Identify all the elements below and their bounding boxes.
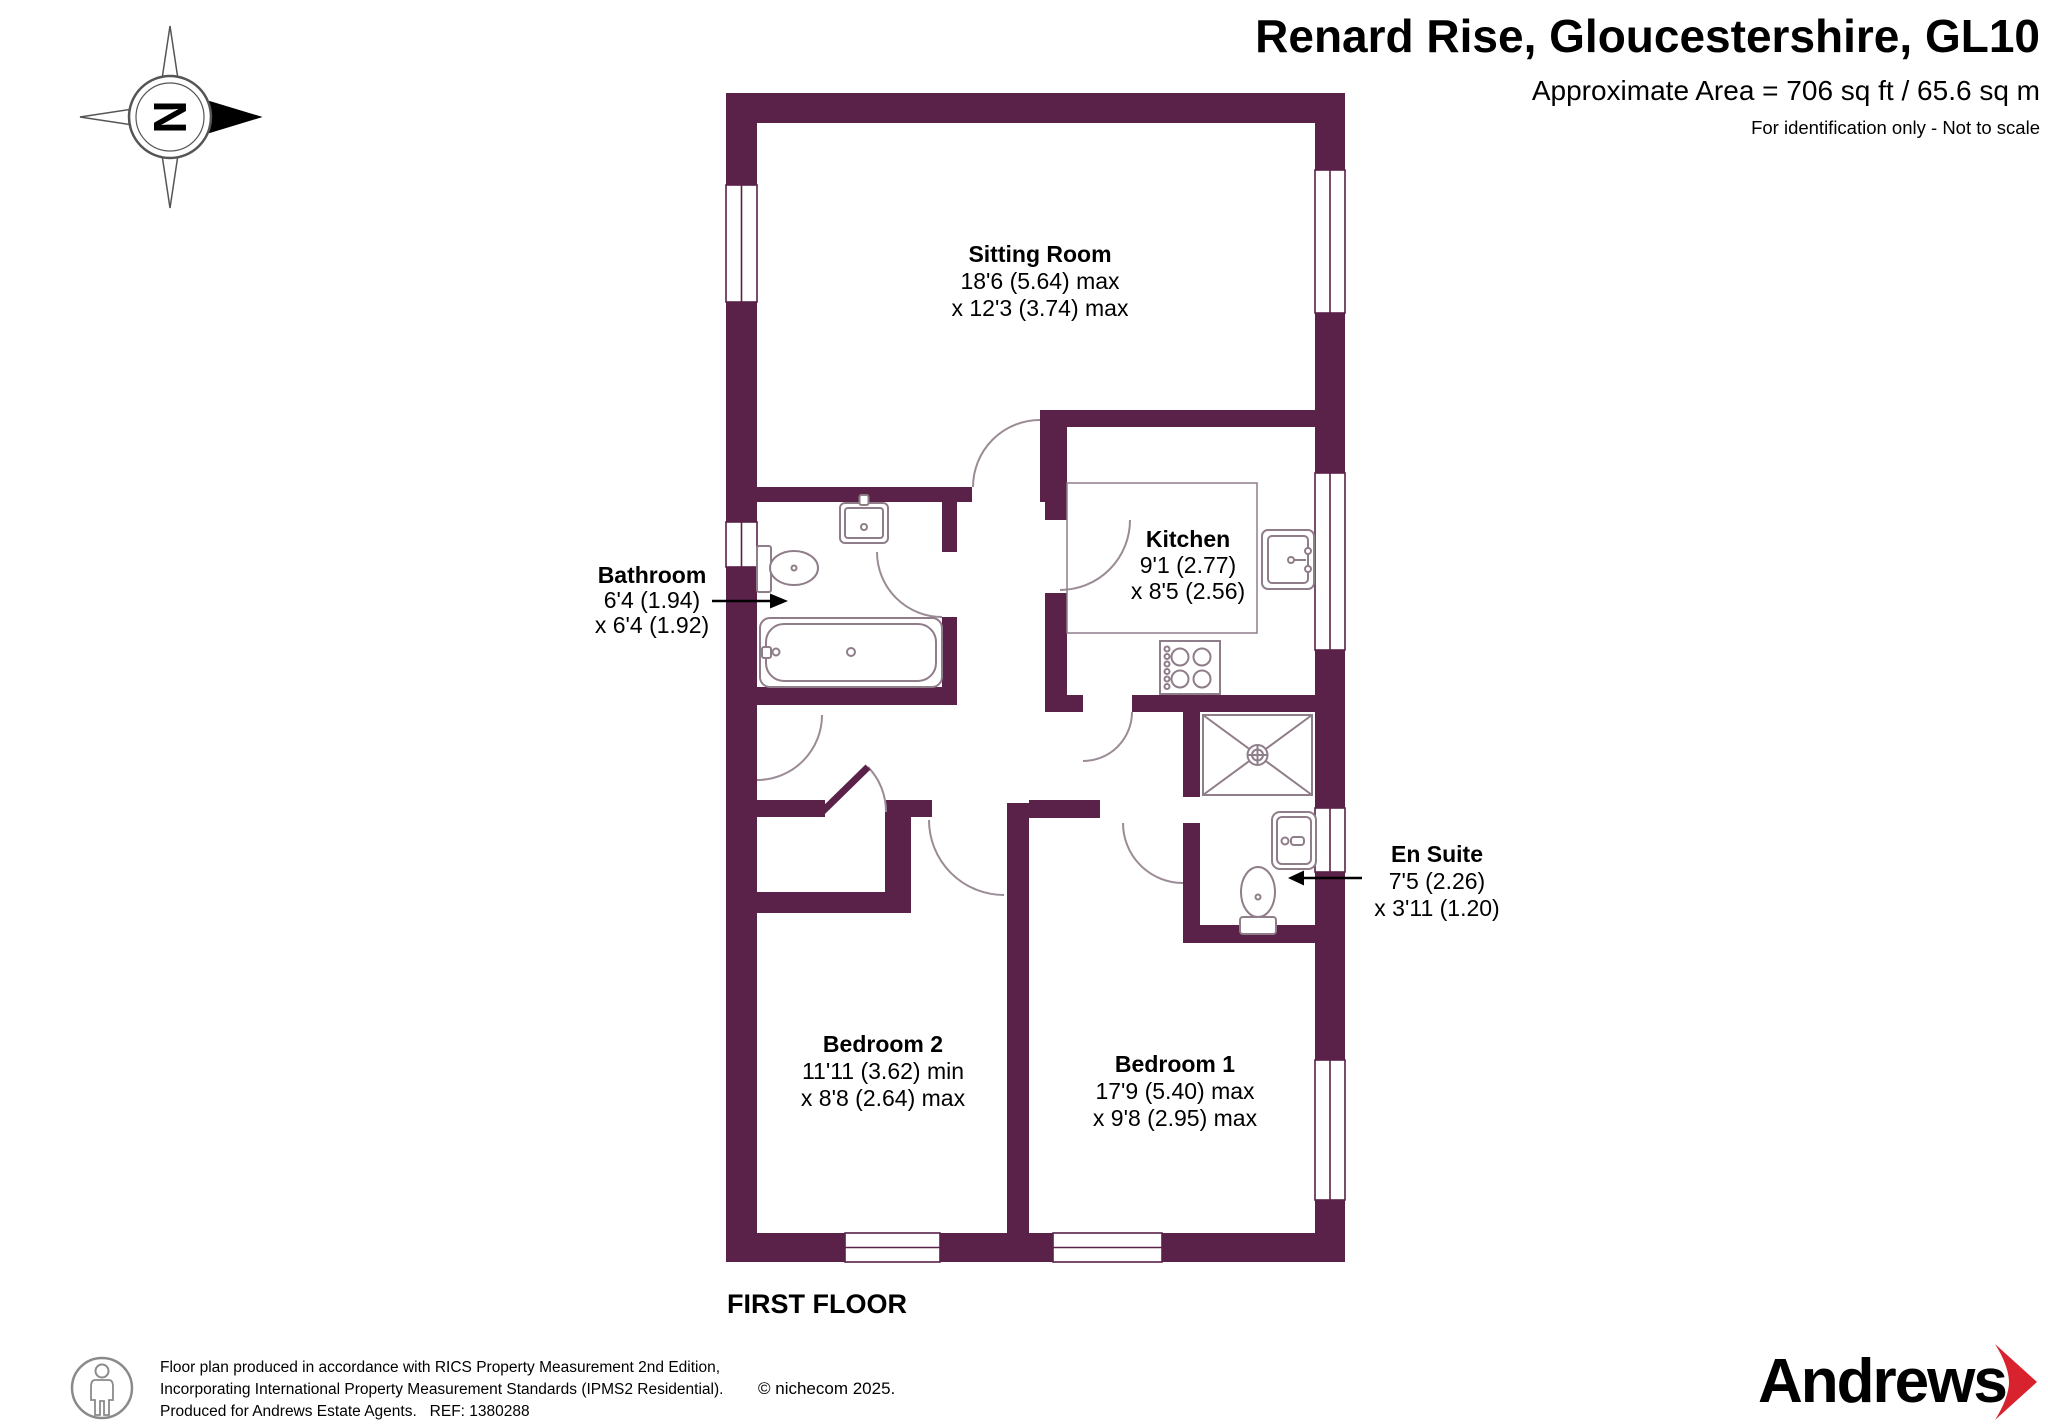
- bath-icon: [759, 617, 943, 688]
- compass-north-letter: N: [144, 100, 196, 133]
- wall-bathroom-right: [942, 617, 957, 687]
- svg-text:9'1 (2.77): 9'1 (2.77): [1140, 552, 1236, 578]
- page-title: Renard Rise, Gloucestershire, GL10: [1255, 10, 2040, 62]
- wall-bedroom1-top: [1029, 800, 1100, 818]
- wall-bottom: [726, 1233, 845, 1262]
- wall-left: [726, 567, 757, 1262]
- entrance-door-leaf: [819, 764, 871, 815]
- brand-logo-text: Andrews: [1758, 1347, 2006, 1416]
- wall-top: [726, 93, 1345, 123]
- door-bedroom2: [928, 819, 1005, 896]
- wall-right: [1315, 313, 1345, 473]
- svg-text:x 6'4 (1.92): x 6'4 (1.92): [595, 612, 709, 638]
- bathroom-toilet-icon: [756, 545, 819, 593]
- wall-ensuite-left: [1183, 712, 1200, 797]
- wall-kitchen-left: [1045, 427, 1067, 520]
- wall-stairwell: [885, 800, 932, 817]
- room-label-bedroom2: Bedroom 2 11'11 (3.62) min x 8'8 (2.64) …: [801, 1031, 966, 1111]
- svg-text:Floor plan produced in accorda: Floor plan produced in accordance with R…: [160, 1359, 720, 1376]
- room-label-ensuite: En Suite 7'5 (2.26) x 3'11 (1.20): [1288, 841, 1500, 921]
- room-label-sitting-room: Sitting Room 18'6 (5.64) max x 12'3 (3.7…: [952, 241, 1129, 321]
- svg-text:7'5 (2.26): 7'5 (2.26): [1389, 868, 1485, 894]
- walls: [726, 93, 1345, 1262]
- approximate-area: Approximate Area = 706 sq ft / 65.6 sq m: [1532, 75, 2040, 106]
- svg-text:x 9'8 (2.95) max: x 9'8 (2.95) max: [1093, 1105, 1258, 1131]
- floor-label: FIRST FLOOR: [727, 1289, 907, 1319]
- svg-text:Kitchen: Kitchen: [1146, 526, 1230, 552]
- door-bathroom: [876, 551, 943, 618]
- svg-text:Bathroom: Bathroom: [598, 562, 707, 588]
- wall-right: [1315, 872, 1345, 1060]
- room-label-bathroom: Bathroom 6'4 (1.94) x 6'4 (1.92): [595, 562, 788, 638]
- svg-text:18'6 (5.64) max: 18'6 (5.64) max: [960, 268, 1120, 294]
- bathroom-pointer-arrow: [712, 593, 788, 609]
- svg-text:11'11 (3.62) min: 11'11 (3.62) min: [802, 1058, 964, 1084]
- wall-hall: [757, 800, 825, 817]
- wall-bottom: [1162, 1233, 1345, 1262]
- svg-text:x 12'3 (3.74) max: x 12'3 (3.74) max: [952, 295, 1129, 321]
- kitchen-sink-icon: [1261, 529, 1315, 590]
- wall-bottom: [940, 1233, 1053, 1262]
- footer-disclaimer: Floor plan produced in accordance with R…: [160, 1359, 895, 1420]
- person-icon: [70, 1356, 134, 1420]
- wall-kitchen-left: [1045, 593, 1067, 712]
- ensuite-pointer-arrow: [1288, 870, 1362, 886]
- compass-icon: N: [79, 25, 263, 209]
- wall-left: [726, 302, 757, 522]
- room-label-kitchen: Kitchen 9'1 (2.77) x 8'5 (2.56): [1131, 526, 1245, 604]
- svg-text:17'9 (5.40) max: 17'9 (5.40) max: [1095, 1078, 1255, 1104]
- room-label-bedroom1: Bedroom 1 17'9 (5.40) max x 9'8 (2.95) m…: [1093, 1051, 1258, 1131]
- svg-text:x 3'11 (1.20): x 3'11 (1.20): [1374, 895, 1499, 921]
- svg-text:Incorporating International Pr: Incorporating International Property Mea…: [160, 1381, 723, 1398]
- copyright: © nichecom 2025.: [758, 1379, 895, 1398]
- wall-bedroom-divider: [1007, 803, 1029, 1233]
- fixtures: [756, 482, 1317, 935]
- wall-kitchen-bottom: [1045, 695, 1083, 712]
- door-kitchen: [1059, 519, 1131, 591]
- wall-bedroom2-top: [757, 892, 911, 913]
- door-kitchen-hall: [1082, 711, 1133, 762]
- wall-right: [1315, 650, 1345, 808]
- wall-right: [1315, 93, 1345, 170]
- door-sitting-room: [972, 419, 1041, 488]
- svg-text:Bedroom 2: Bedroom 2: [823, 1031, 943, 1057]
- identification-note: For identification only - Not to scale: [1751, 117, 2040, 138]
- brand-logo-chevron-icon: [1995, 1344, 2037, 1420]
- ensuite-sink-icon: [1271, 811, 1317, 870]
- wall-bathroom-bottom: [757, 687, 957, 705]
- wall-left: [726, 93, 757, 185]
- svg-text:x 8'5 (2.56): x 8'5 (2.56): [1131, 578, 1245, 604]
- room-labels: Sitting Room 18'6 (5.64) max x 12'3 (3.7…: [595, 241, 1500, 1131]
- svg-text:x 8'8 (2.64) max: x 8'8 (2.64) max: [801, 1085, 966, 1111]
- svg-text:Sitting Room: Sitting Room: [968, 241, 1111, 267]
- hob-icon: [1159, 640, 1221, 695]
- svg-text:Bedroom 1: Bedroom 1: [1115, 1051, 1235, 1077]
- door-hall: [756, 714, 823, 781]
- wall-kitchen-bottom: [1132, 695, 1315, 712]
- header: Renard Rise, Gloucestershire, GL10 Appro…: [1255, 10, 2040, 138]
- footer: Floor plan produced in accordance with R…: [70, 1344, 2037, 1420]
- svg-text:Produced for Andrews Estate Ag: Produced for Andrews Estate Agents. REF:…: [160, 1403, 530, 1420]
- shower-icon: [1202, 714, 1313, 796]
- bathroom-sink-icon: [839, 494, 889, 544]
- wall-ensuite-left: [1183, 823, 1200, 943]
- wall-bathroom-right: [942, 502, 957, 552]
- windows: [725, 169, 1346, 1263]
- kitchen-counter: [1066, 482, 1258, 634]
- ensuite-toilet-icon: [1239, 866, 1277, 935]
- door-arcs: [756, 419, 1184, 896]
- svg-text:6'4 (1.94): 6'4 (1.94): [604, 587, 700, 613]
- svg-text:En Suite: En Suite: [1391, 841, 1483, 867]
- brand-logo: Andrews: [1758, 1344, 2037, 1420]
- door-entrance-arc: [867, 766, 888, 813]
- wall-kitchen-top: [1040, 410, 1315, 427]
- door-ensuite: [1122, 822, 1184, 884]
